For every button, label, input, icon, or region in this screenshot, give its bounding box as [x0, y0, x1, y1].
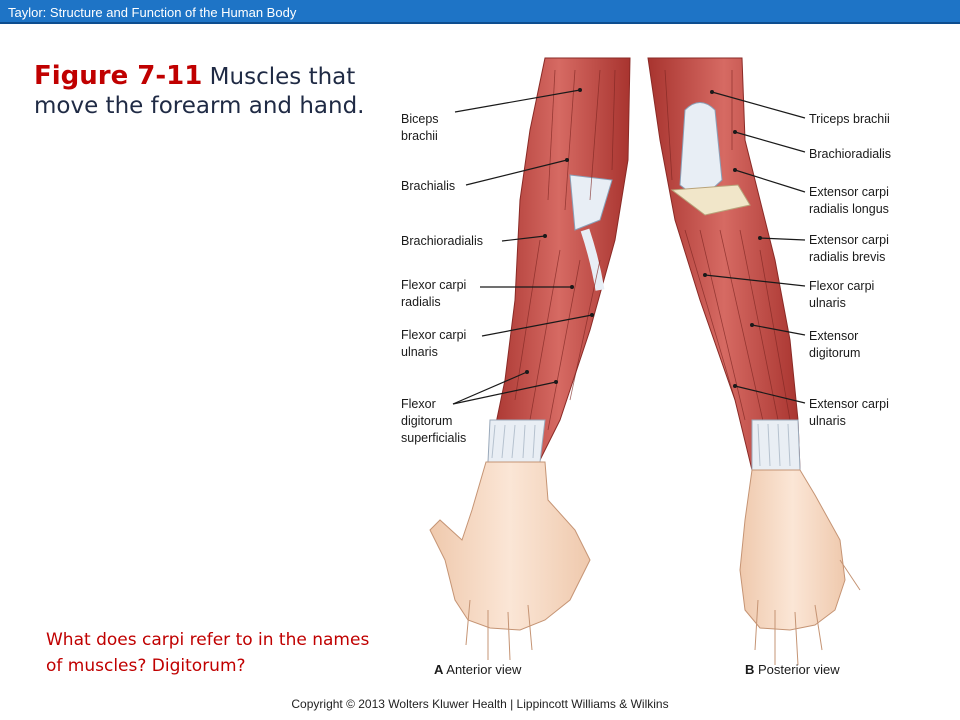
leader-dot	[590, 313, 594, 317]
label-flexor-carpi-radialis: Flexor carpi radialis	[401, 278, 470, 309]
posterior-arm	[647, 57, 861, 666]
label-biceps-brachii: Biceps brachii	[401, 112, 442, 143]
leader-dot	[543, 234, 547, 238]
label-extensor-digitorum: Extensor digitorum	[809, 329, 862, 360]
discussion-question: What does carpi refer to in the names of…	[46, 630, 370, 676]
posterior-view-caption: B Posterior view	[745, 662, 840, 677]
label-brachioradialis-posterior: Brachioradialis	[809, 147, 891, 161]
label-flexor-carpi-ulnaris-posterior: Flexor carpi ulnaris	[809, 279, 878, 310]
label-triceps-brachii: Triceps brachii	[809, 112, 890, 126]
copyright-notice: Copyright © 2013 Wolters Kluwer Health |…	[291, 697, 669, 711]
posterior-leader-lines	[704, 91, 806, 404]
leader-dot	[750, 323, 754, 327]
page-title: Figure 7-11 Muscles that move the forear…	[34, 62, 384, 121]
figure-caption: Muscles that move the forearm and hand.	[34, 64, 365, 119]
leader-dot	[570, 285, 574, 289]
leader-dot	[710, 90, 714, 94]
label-extensor-carpi-radialis-brevis: Extensor carpi radialis brevis	[809, 233, 892, 264]
header-text: Taylor: Structure and Function of the Hu…	[8, 5, 297, 20]
leader-dot	[758, 236, 762, 240]
leader-dot	[578, 88, 582, 92]
leader-dot	[525, 370, 529, 374]
header-bar: Taylor: Structure and Function of the Hu…	[0, 0, 960, 24]
label-brachialis: Brachialis	[401, 179, 455, 193]
anterior-view-caption: A Anterior view	[434, 662, 522, 677]
leader-dot	[733, 384, 737, 388]
anterior-leader-lines	[452, 89, 593, 405]
leader-dot	[703, 273, 707, 277]
label-flexor-carpi-ulnaris-anterior: Flexor carpi ulnaris	[401, 328, 470, 359]
figure-number: Figure 7-11	[34, 61, 203, 91]
label-extensor-carpi-radialis-longus: Extensor carpi radialis longus	[809, 185, 892, 216]
leader-dot	[565, 158, 569, 162]
leader-dot	[554, 380, 558, 384]
leader-dot	[733, 168, 737, 172]
label-brachioradialis-anterior: Brachioradialis	[401, 234, 483, 248]
label-extensor-carpi-ulnaris: Extensor carpi ulnaris	[809, 397, 892, 428]
leader-dot	[733, 130, 737, 134]
label-flexor-digitorum-superficialis: Flexor digitorum superficialis	[401, 397, 466, 445]
anterior-arm	[429, 57, 631, 661]
